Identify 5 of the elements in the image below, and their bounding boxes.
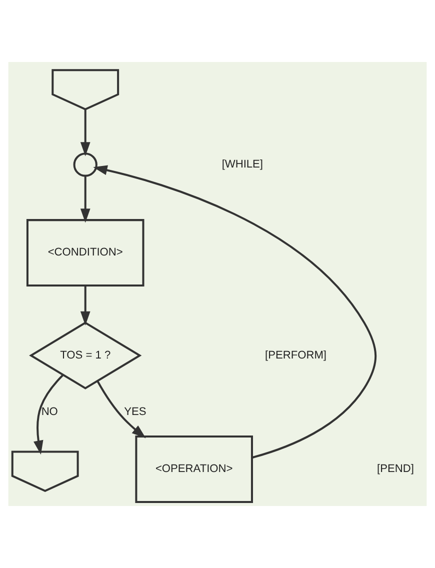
edge-label: YES — [124, 406, 146, 418]
label: [PERFORM] — [265, 349, 327, 362]
label: [PEND] — [377, 463, 414, 476]
label: [WHILE] — [222, 158, 264, 171]
edge-label: NO — [41, 406, 58, 418]
